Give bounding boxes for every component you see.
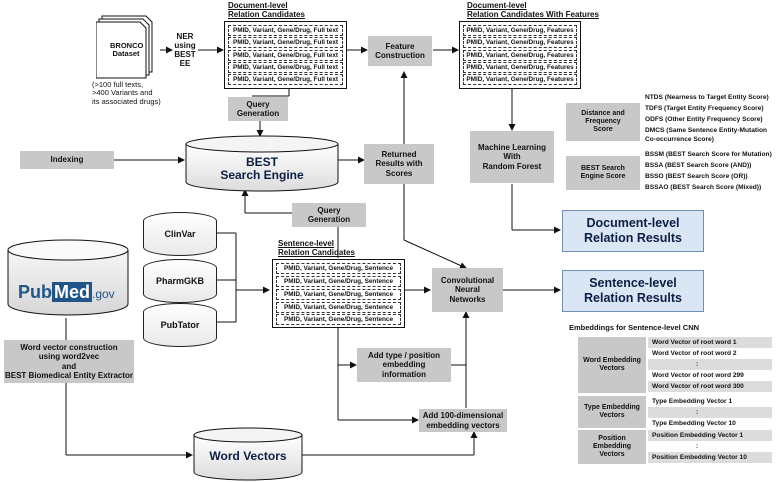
document-stack-icon [96,15,153,79]
emb-row: Word Vector of root word 299 [648,370,772,381]
score-row: BSSA (BEST Search Score (AND)) [645,162,752,169]
score-row: NTDS (Nearness to Target Entity Score) [645,94,769,101]
doc-feature-item: PMID, Variant, Gene/Drug, Features [463,37,577,48]
embeddings-title: Embeddings for Sentence-level CNN [569,323,700,332]
pubmed-logo-pub: Pub [18,282,52,302]
emb-row: Position Embedding Vector 10 [648,452,772,463]
distance-frequency-head: Distance and Frequency Score [566,103,640,141]
word2vec-box: Word vector construction using word2vec … [4,340,134,383]
emb-row: Type Embedding Vector 1 [648,396,772,407]
sent-candidate-item: PMID, Variant, Gene/Drug, Sentence [276,314,401,325]
bronco-dataset-label: BRONCO Dataset [110,41,144,59]
doc-feature-item: PMID, Variant, Gene/Drug, Features [463,25,577,36]
ner-box: NER using BEST EE [174,31,196,69]
word-vectors-label: Word Vectors [209,449,287,463]
sent-candidates-title: Sentence-level Relation Candidates [278,239,355,257]
score-row: BSSAO (BEST Search Score (Mixed)) [645,184,762,191]
add-type-position-box: Add type / position embedding informatio… [357,348,451,382]
pubmed-cylinder [7,239,129,316]
feature-construction-box: Feature Construction [368,36,432,66]
best-search-scores: BEST Search Engine Score BSSM (BEST Sear… [566,150,778,198]
score-row: Co-occurrence Score) [645,136,714,143]
doc-candidates-title: Document-level Relation Candidates [228,1,305,19]
pubmed-logo-gov: .gov [92,287,115,301]
pharmgkb-source: PharmGKB [143,259,217,303]
type-embedding-head: Type Embedding Vectors [578,396,646,428]
doc-feature-item: PMID, Variant, Gene/Drug, Features [463,74,577,85]
doc-candidate-item: PMID, Variant, Gene/Drug, Full text [228,25,343,36]
doc-feature-item: PMID, Variant, Gene/Drug, Features [463,50,577,61]
best-search-scores-head: BEST Search Engine Score [566,156,640,190]
doc-features-list: PMID, Variant, Gene/Drug, Features PMID,… [459,21,581,89]
emb-row: : [648,359,772,370]
pubmed-logo-med: Med [52,282,92,302]
query-generation-box: Query Generation [228,97,288,121]
sent-candidate-item: PMID, Variant, Gene/Drug, Sentence [276,276,401,287]
emb-row: Word Vector of root word 300 [648,381,772,392]
doc-feature-item: PMID, Variant, Gene/Drug, Features [463,62,577,73]
score-row: BSSM (BEST Search Score for Mutation) [645,151,772,158]
emb-row: Type Embedding Vector 10 [648,418,772,429]
doc-candidate-item: PMID, Variant, Gene/Drug, Full text [228,62,343,73]
indexing-box: Indexing [20,151,114,169]
doc-candidates-list: PMID, Variant, Gene/Drug, Full text PMID… [224,21,347,89]
word-vectors-cylinder [193,427,303,481]
sent-candidate-item: PMID, Variant, Gene/Drug, Sentence [276,302,401,313]
word-embedding-head: Word Embedding Vectors [578,337,646,393]
doc-candidate-item: PMID, Variant, Gene/Drug, Full text [228,37,343,48]
sent-candidates-list: PMID, Variant, Gene/Drug, Sentence PMID,… [272,259,405,328]
emb-row: : [648,407,772,418]
emb-row: : [648,441,772,452]
cnn-box: Convolutional Neural Networks [432,268,503,312]
emb-row: Word Vector of root word 1 [648,337,772,348]
pubtator-source: PubTator [143,303,217,347]
clinvar-source: ClinVar [143,212,217,256]
doc-features-title: Document-level Relation Candidates With … [467,1,599,19]
bronco-dataset-note: (>100 full texts, >400 Variants and its … [92,80,161,106]
doc-candidate-item: PMID, Variant, Gene/Drug, Full text [228,50,343,61]
embeddings-table: Word Embedding Vectors Word Vector of ro… [578,337,774,467]
add-embedding-vectors-box: Add 100-dimensional embedding vectors [419,409,507,432]
distance-frequency-scores: Distance and Frequency Score NTDS (Nearn… [566,93,778,151]
best-search-engine-label: BEST Search Engine [220,155,304,183]
sentence-level-results: Sentence-level Relation Results [562,270,704,312]
sent-candidate-item: PMID, Variant, Gene/Drug, Sentence [276,263,401,274]
position-embedding-head: Position Embedding Vectors [578,430,646,464]
returned-results-box: Returned Results with Scores [364,144,434,184]
emb-row: Word Vector of root word 2 [648,348,772,359]
query-generation-box-2: Query Generation [292,203,366,227]
score-row: TDFS (Target Entity Frequency Score) [645,105,764,112]
random-forest-box: Machine Learning With Random Forest [470,131,554,183]
emb-row: Position Embedding Vector 1 [648,430,772,441]
best-search-engine-cylinder [185,135,339,192]
doc-candidate-item: PMID, Variant, Gene/Drug, Full text [228,74,343,85]
score-row: BSSO (BEST Search Score (OR)) [645,173,748,180]
score-row: DMCS (Same Sentence Entity-Mutation [645,127,767,134]
document-level-results: Document-level Relation Results [562,210,704,252]
score-row: ODFS (Other Entity Frequency Score) [645,116,763,123]
sent-candidate-item: PMID, Variant, Gene/Drug, Sentence [276,289,401,300]
